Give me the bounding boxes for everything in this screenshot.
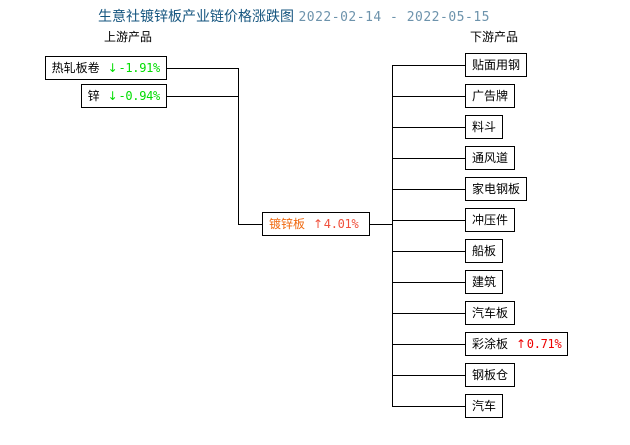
- downstream-node-4[interactable]: 通风道: [465, 146, 516, 170]
- downstream-branch-line-1: [392, 65, 465, 66]
- downstream-branch-line-2: [392, 96, 465, 97]
- downstream-branch-line-6: [392, 220, 465, 221]
- downstream-node-3[interactable]: 料斗: [465, 115, 504, 139]
- node-name: 锌: [87, 89, 100, 103]
- downstream-node-5[interactable]: 家电钢板: [465, 177, 528, 201]
- node-name: 钢板仓: [472, 368, 509, 382]
- downstream-node-7[interactable]: 船板: [465, 239, 504, 263]
- downstream-trunk-line: [392, 65, 393, 406]
- node-name: 广告牌: [472, 89, 509, 103]
- downstream-node-8[interactable]: 建筑: [465, 270, 504, 294]
- upstream-node-1[interactable]: 热轧板卷 ↓-1.91%: [44, 56, 167, 80]
- node-name: 热轧板卷: [51, 61, 100, 75]
- downstream-branch-line-7: [392, 251, 465, 252]
- downstream-branch-line-11: [392, 375, 465, 376]
- downstream-section-label: 下游产品: [470, 30, 519, 44]
- page-title: 生意社镀锌板产业链价格涨跌图 2022-02-14 - 2022-05-15: [98, 9, 490, 26]
- downstream-node-1[interactable]: 贴面用钢: [465, 53, 528, 77]
- node-name: 通风道: [472, 151, 509, 165]
- node-name: 汽车板: [472, 306, 509, 320]
- arrow-up-icon: ↑: [516, 337, 526, 351]
- upstream-to-center-line: [238, 224, 262, 225]
- node-change-value: ↑0.71%: [516, 337, 562, 351]
- downstream-branch-line-5: [392, 189, 465, 190]
- upstream-node-2[interactable]: 锌 ↓-0.94%: [80, 84, 167, 108]
- downstream-node-6[interactable]: 冲压件: [465, 208, 516, 232]
- downstream-branch-line-3: [392, 127, 465, 128]
- upstream-branch-line-1: [167, 68, 238, 69]
- downstream-branch-line-4: [392, 158, 465, 159]
- upstream-trunk-line: [238, 68, 239, 224]
- upstream-section-label: 上游产品: [104, 30, 153, 44]
- downstream-branch-line-9: [392, 313, 465, 314]
- downstream-branch-line-8: [392, 282, 465, 283]
- downstream-branch-line-10: [392, 344, 465, 345]
- node-change-value: ↓-1.91%: [107, 61, 161, 75]
- node-change-value: ↑4.01%: [313, 217, 359, 231]
- downstream-node-9[interactable]: 汽车板: [465, 301, 516, 325]
- node-name: 家电钢板: [472, 182, 521, 196]
- downstream-node-2[interactable]: 广告牌: [465, 84, 516, 108]
- node-change-value: ↓-0.94%: [107, 89, 161, 103]
- date-range-label: 2022-02-14 - 2022-05-15: [298, 10, 490, 25]
- downstream-node-10[interactable]: 彩涂板 ↑0.71%: [465, 332, 569, 356]
- node-name: 彩涂板: [472, 337, 509, 351]
- node-name: 建筑: [472, 275, 497, 289]
- node-name: 料斗: [472, 120, 497, 134]
- node-name: 船板: [472, 244, 497, 258]
- arrow-down-icon: ↓: [107, 61, 118, 75]
- downstream-node-12[interactable]: 汽车: [465, 394, 504, 418]
- arrow-down-icon: ↓: [107, 89, 118, 103]
- node-name: 冲压件: [472, 213, 509, 227]
- node-name: 贴面用钢: [472, 58, 521, 72]
- downstream-branch-line-12: [392, 406, 465, 407]
- page-title-text: 生意社镀锌板产业链价格涨跌图: [98, 9, 294, 25]
- center-to-downstream-line: [370, 224, 392, 225]
- arrow-up-icon: ↑: [313, 217, 323, 231]
- upstream-branch-line-2: [167, 96, 238, 97]
- node-name: 汽车: [472, 399, 497, 413]
- center-node[interactable]: 镀锌板 ↑4.01%: [262, 212, 370, 236]
- downstream-node-11[interactable]: 钢板仓: [465, 363, 516, 387]
- node-name: 镀锌板: [269, 217, 306, 231]
